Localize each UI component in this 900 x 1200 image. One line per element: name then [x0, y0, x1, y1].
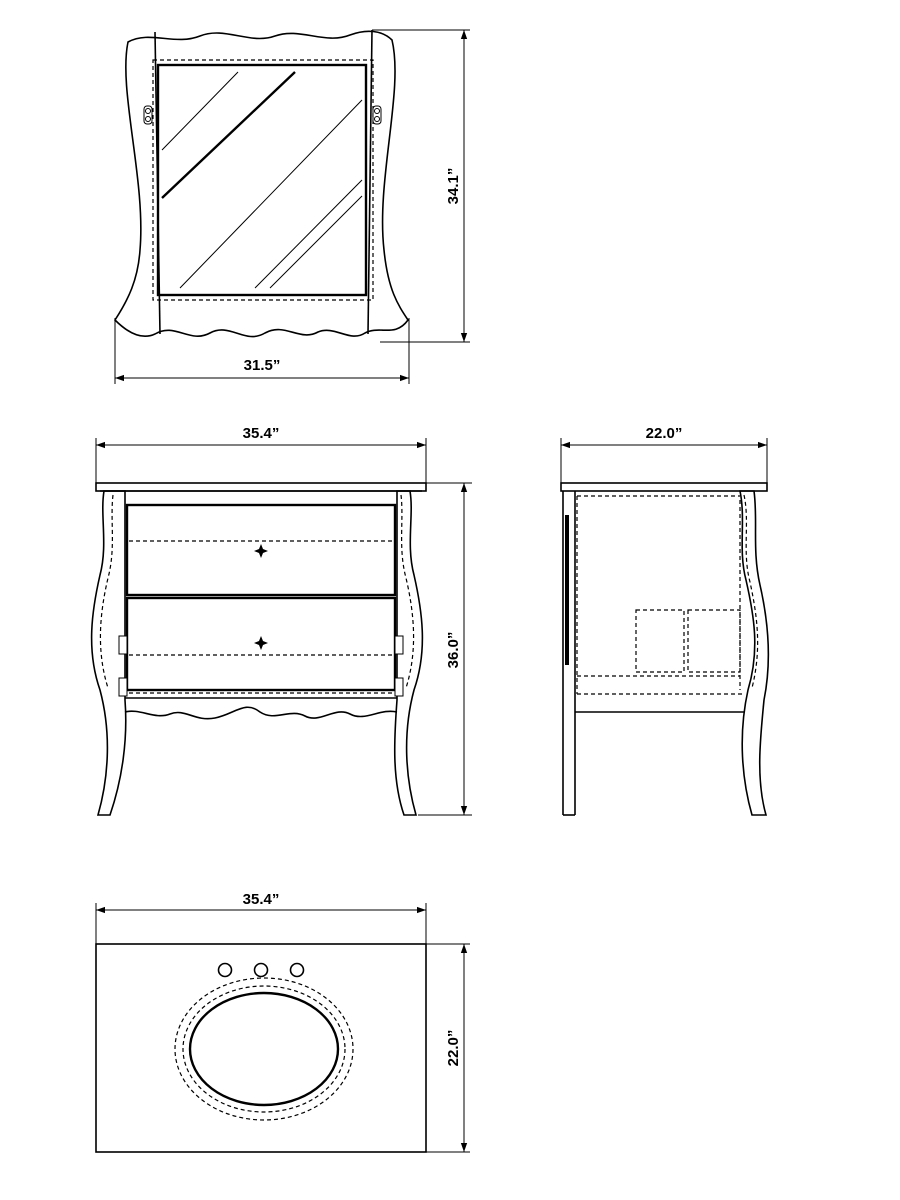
faucet-hole-icon — [253, 962, 269, 978]
drawer-slide-block — [394, 635, 404, 655]
vanity-front-apron — [124, 706, 398, 720]
vanity-front-width-label: 35.4” — [243, 425, 280, 442]
hinge-icon — [372, 105, 382, 125]
faucet-hole-icon — [289, 962, 305, 978]
drawer-slide-block — [118, 635, 128, 655]
side-drawer-front — [565, 515, 569, 665]
mirror-reflection-line — [269, 195, 363, 289]
mirror-reflection-line — [254, 179, 363, 289]
side-drawer-box-outline — [635, 609, 685, 673]
side-drawer-box-outline — [687, 609, 741, 673]
vanity-front-view: 35.4” 36.0” — [90, 425, 472, 816]
drawer-slide-block — [118, 677, 128, 697]
vanity-right-leg — [393, 490, 424, 816]
vanity-countertop — [95, 482, 427, 492]
basin-inner-dashed — [182, 985, 346, 1113]
mirror-reflection-line — [179, 99, 363, 289]
mirror-reflection-line — [161, 71, 296, 199]
side-countertop — [560, 482, 768, 492]
top-depth-label: 22.0” — [445, 1030, 462, 1067]
vanity-left-leg — [90, 490, 127, 816]
basin-bowl — [188, 991, 340, 1107]
mirror-width-label: 31.5” — [244, 357, 281, 374]
mirror-front-view: 34.1” 31.5” — [113, 29, 470, 384]
mirror-right-post — [367, 29, 373, 335]
vanity-height-label: 36.0” — [445, 632, 462, 669]
vanity-side-view: 22.0” — [560, 425, 770, 816]
faucet-hole-icon — [217, 962, 233, 978]
vanity-side-depth-label: 22.0” — [646, 425, 683, 442]
hinge-icon — [143, 105, 153, 125]
top-width-label: 35.4” — [243, 891, 280, 908]
mirror-reflection-line — [161, 71, 239, 151]
vanity-left-leg-inset — [99, 494, 114, 689]
countertop-slab — [95, 943, 427, 1153]
mirror-dashed-insert — [152, 59, 374, 301]
side-back-leg-inset — [743, 494, 759, 689]
countertop-top-view: 35.4” 22.0” — [95, 891, 470, 1153]
side-back-leg — [739, 490, 770, 816]
mirror-height-label: 34.1” — [445, 168, 462, 205]
basin-outer-dashed — [174, 977, 354, 1121]
drawer-knob-icon — [254, 636, 268, 650]
top-drawer — [125, 503, 397, 597]
mirror-glass — [156, 63, 368, 297]
drawer-slide-block — [394, 677, 404, 697]
drawer-knob-icon — [254, 544, 268, 558]
vanity-right-leg-inset — [400, 494, 415, 689]
